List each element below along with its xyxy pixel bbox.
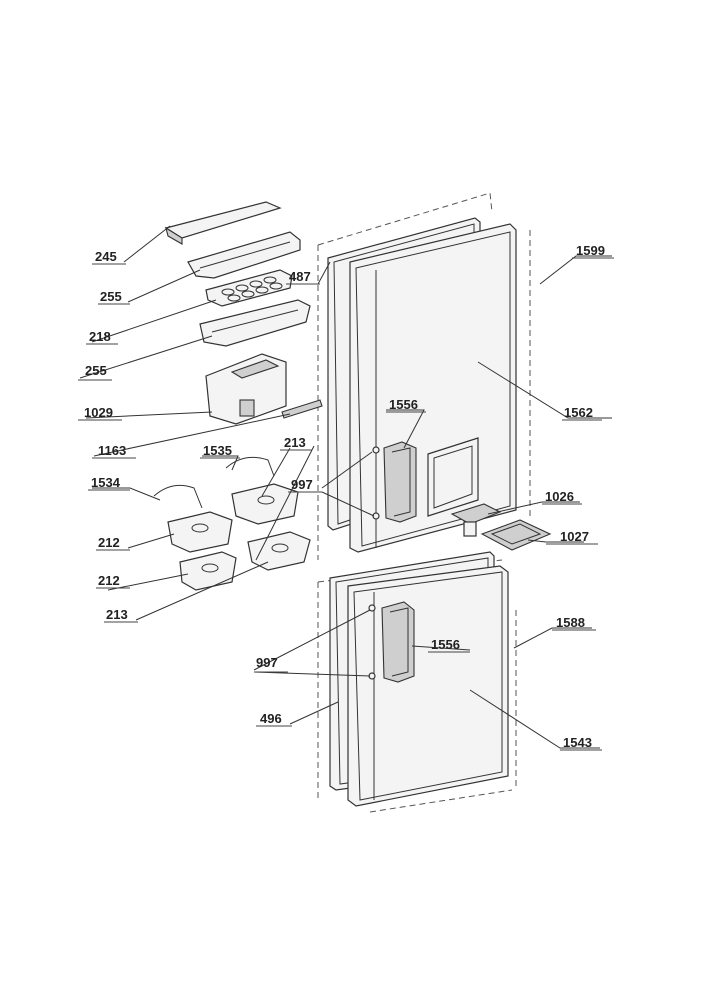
label-255-top: 255	[100, 289, 122, 304]
part-number-labels: 245 255 218 255 1029 1163 1535 213 1534 …	[84, 243, 605, 750]
bottle-bin-lower-right	[247, 531, 311, 571]
label-underlines	[78, 257, 614, 751]
label-1599: 1599	[576, 243, 605, 258]
label-245: 245	[95, 249, 117, 264]
label-213-bottom: 213	[106, 607, 128, 622]
label-1029: 1029	[84, 405, 113, 420]
label-1556-bottom: 1556	[431, 637, 460, 652]
upper-door-assembly	[317, 192, 552, 560]
label-255-bottom: 255	[85, 363, 107, 378]
label-997-top: 997	[291, 477, 313, 492]
label-212-top: 212	[98, 535, 120, 550]
label-1027: 1027	[560, 529, 589, 544]
lower-door-bin	[199, 299, 311, 347]
bottle-bins	[153, 456, 311, 591]
label-1534: 1534	[91, 475, 121, 490]
label-487: 487	[289, 269, 311, 284]
label-1535: 1535	[203, 443, 232, 458]
label-218: 218	[89, 329, 111, 344]
label-1543: 1543	[563, 735, 592, 750]
label-212-bottom: 212	[98, 573, 120, 588]
shelf-cover	[164, 201, 282, 239]
label-1562: 1562	[564, 405, 593, 420]
upper-door-handle	[383, 441, 417, 523]
bottle-rail-upper	[225, 456, 275, 477]
label-213-top: 213	[284, 435, 306, 450]
door-shelves	[164, 201, 323, 425]
label-997-bottom: 997	[256, 655, 278, 670]
dispenser-unit	[450, 503, 502, 525]
lower-handle-screw-top	[368, 604, 376, 612]
lower-door-assembly	[317, 551, 517, 813]
label-1588: 1588	[556, 615, 585, 630]
lower-door-panel	[347, 565, 509, 807]
label-496: 496	[260, 711, 282, 726]
label-1026: 1026	[545, 489, 574, 504]
label-1556-top: 1556	[389, 397, 418, 412]
upper-handle-screw-top	[372, 446, 380, 454]
filter-strip	[281, 399, 323, 419]
bottle-rail-left	[153, 484, 203, 509]
bottle-bin-left-lower	[179, 551, 237, 591]
lower-door-handle	[381, 601, 415, 683]
label-1163: 1163	[98, 443, 126, 458]
drip-tray	[480, 519, 552, 551]
leader-lines	[79, 225, 612, 749]
egg-tray	[205, 269, 293, 307]
water-tank	[205, 353, 287, 425]
